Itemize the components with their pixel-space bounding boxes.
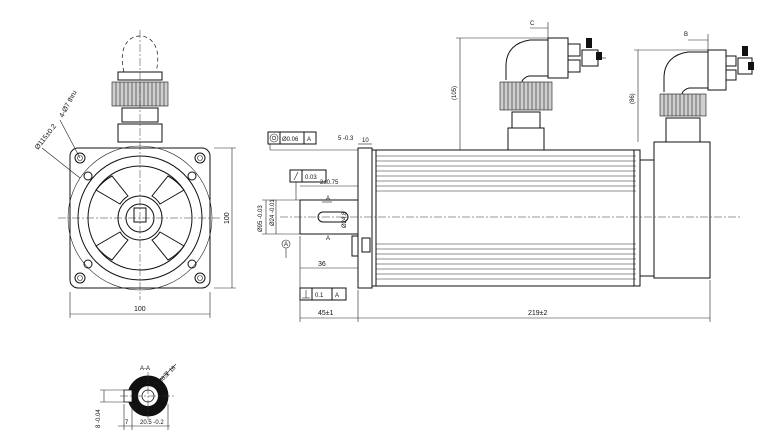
encoder-housing	[639, 159, 655, 277]
front-view: 100 100 Ø115±0.2 4-Ø7 thru	[34, 30, 236, 318]
dim-36: 36	[318, 261, 326, 268]
width-dimension: 100	[134, 306, 146, 313]
thread-label: M8深 16	[156, 363, 178, 385]
section-mark-top: A	[326, 196, 330, 202]
dim-7: 7	[125, 420, 129, 426]
gdt-frame-runout: 0.03	[289, 169, 327, 200]
view-c-label: C	[530, 21, 535, 27]
encoder-connector	[659, 46, 754, 143]
dia-95-label: Ø95 -0.03	[258, 205, 264, 232]
dim-105: (105)	[452, 86, 458, 100]
flange-diameter-label: Ø115±0.2	[34, 123, 58, 151]
dim-2: 2±0.75	[320, 180, 339, 186]
power-connector	[499, 37, 606, 151]
svg-text:0.1: 0.1	[315, 293, 324, 299]
gdt-frame-perpendicularity: 0.1 A	[299, 287, 347, 301]
dim-45: 45±1	[318, 310, 334, 317]
dim-10: 10	[362, 138, 369, 144]
svg-text:A: A	[307, 137, 311, 143]
holes-label: 4-Ø7 thru	[59, 89, 79, 118]
dim-219: 219±2	[528, 310, 548, 317]
svg-text:A: A	[335, 293, 339, 299]
view-b-label: B	[684, 32, 688, 38]
dim-86: (86)	[630, 93, 636, 104]
svg-text:0.03: 0.03	[305, 175, 317, 181]
gdt-frame-coaxiality: Ø0.06 A	[267, 131, 358, 151]
dia-24-label: Ø24 -0.01	[270, 199, 276, 226]
section-title: A-A	[140, 366, 150, 372]
svg-text:Ø0.06: Ø0.06	[282, 137, 299, 143]
dim-20: 20.5 -0.2	[140, 420, 164, 426]
dim-8: 8 -0.04	[96, 409, 102, 428]
motor-body	[371, 149, 641, 287]
dia-24-8-label: Ø24.8	[342, 211, 348, 228]
datum-a: A	[284, 242, 288, 248]
side-view: C B (105) (86) Ø0.06 A 0.03	[258, 21, 754, 322]
height-dimension: 100	[224, 212, 231, 224]
mounting-holes	[74, 152, 206, 284]
dim-5: 5 -0.3	[338, 136, 354, 142]
section-a-a-view: A-A M8深 16 8 -0.04 7 20.5 -0.2	[96, 363, 178, 430]
section-mark-bottom: A	[326, 236, 330, 242]
